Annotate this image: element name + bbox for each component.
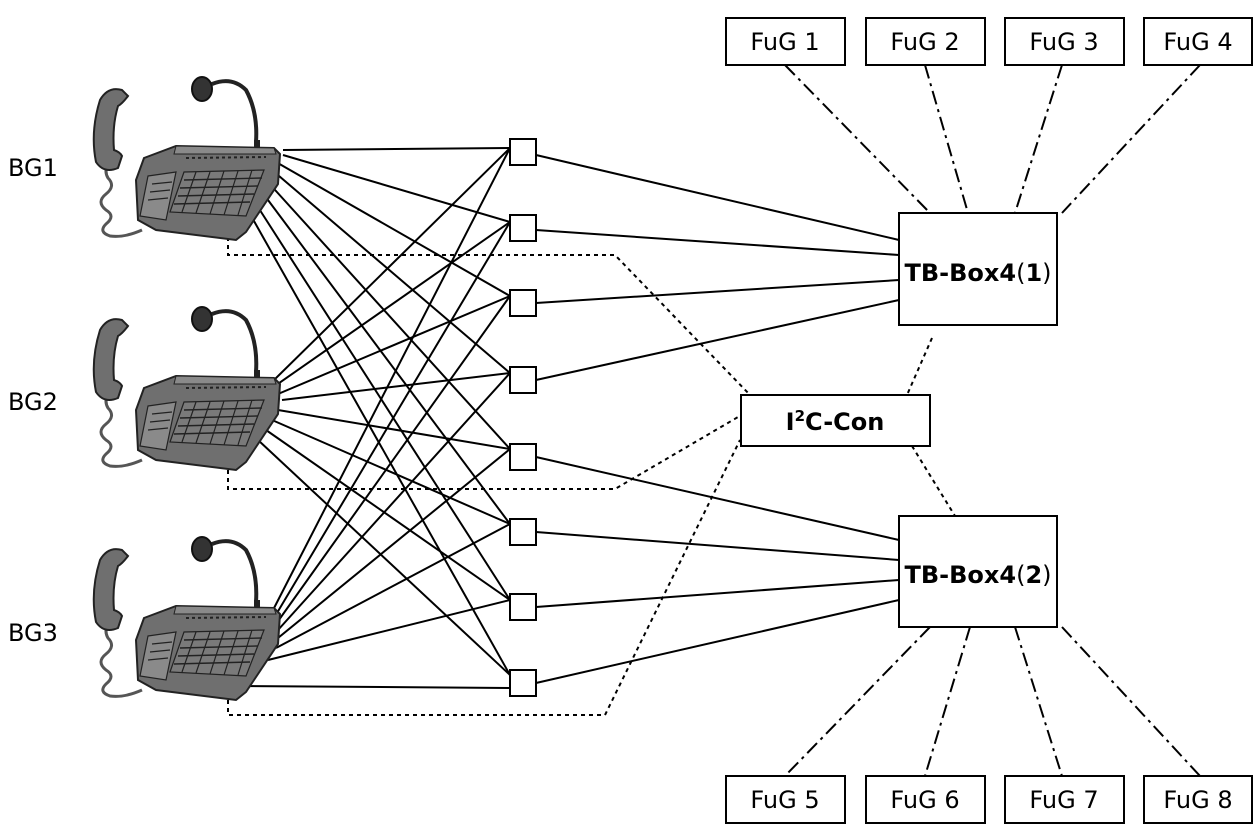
station-label-bg1: BG1 xyxy=(8,154,58,182)
junction-node xyxy=(509,289,537,317)
junction-box-lines xyxy=(535,154,900,684)
radio-label-fug3: FuG 3 xyxy=(1029,28,1098,56)
i2c-controller-label: I2C-Con xyxy=(786,407,885,436)
radio-label-fug5: FuG 5 xyxy=(750,786,819,814)
radio-label-fug2: FuG 2 xyxy=(890,28,959,56)
station-label-bg2: BG2 xyxy=(8,388,58,416)
radio-label-fug7: FuG 7 xyxy=(1029,786,1098,814)
junction-node xyxy=(509,518,537,546)
tb-box-1 xyxy=(898,212,1058,326)
tb-box-2-label: TB-Box4(2) xyxy=(904,561,1051,589)
radio-links xyxy=(784,64,1201,777)
tb-box-2 xyxy=(898,515,1058,628)
radio-label-fug1: FuG 1 xyxy=(750,28,819,56)
radio-label-fug6: FuG 6 xyxy=(890,786,959,814)
radio-label-fug4: FuG 4 xyxy=(1163,28,1232,56)
desk-phone-icon xyxy=(91,535,282,702)
desk-phone-icon xyxy=(91,305,282,472)
junction-node xyxy=(509,214,537,242)
junction-node xyxy=(509,138,537,166)
tb-box-1-label: TB-Box4(1) xyxy=(904,259,1051,287)
i2c-controller-box xyxy=(740,394,931,447)
phone-junction-lines xyxy=(239,147,511,689)
junction-node xyxy=(509,366,537,394)
junction-nodes xyxy=(509,138,537,697)
control-bus-lines xyxy=(227,237,956,716)
junction-node xyxy=(509,593,537,621)
station-label-bg3: BG3 xyxy=(8,619,58,647)
junction-node xyxy=(509,669,537,697)
radio-row-top: FuG 1 FuG 2 FuG 3 FuG 4 xyxy=(725,17,1253,66)
junction-node xyxy=(509,443,537,471)
desk-phone-icon xyxy=(91,75,282,242)
radio-label-fug8: FuG 8 xyxy=(1163,786,1232,814)
radio-row-bottom: FuG 5 FuG 6 FuG 7 FuG 8 xyxy=(725,775,1253,824)
